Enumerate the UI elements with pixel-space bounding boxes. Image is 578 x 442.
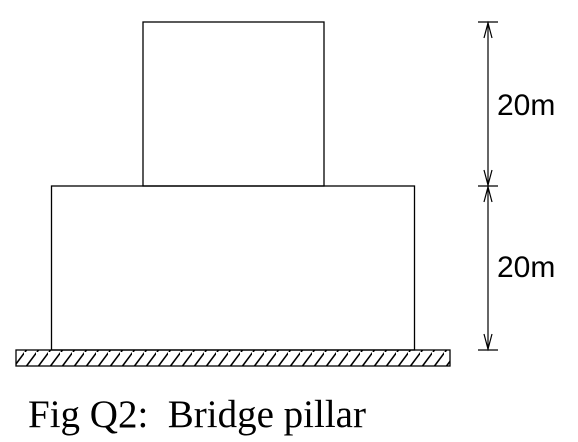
lower-height-label: 20m: [497, 251, 555, 284]
upper-height-label: 20m: [497, 89, 555, 122]
pillar-upper-block: [142, 21, 325, 187]
ground-hatching: [15, 349, 451, 367]
lower-dimension-line: [478, 184, 498, 352]
figure-caption: Fig Q2: Bridge pillar: [28, 393, 366, 436]
upper-dimension-line: [478, 20, 498, 188]
pillar-lower-block: [50, 185, 416, 351]
